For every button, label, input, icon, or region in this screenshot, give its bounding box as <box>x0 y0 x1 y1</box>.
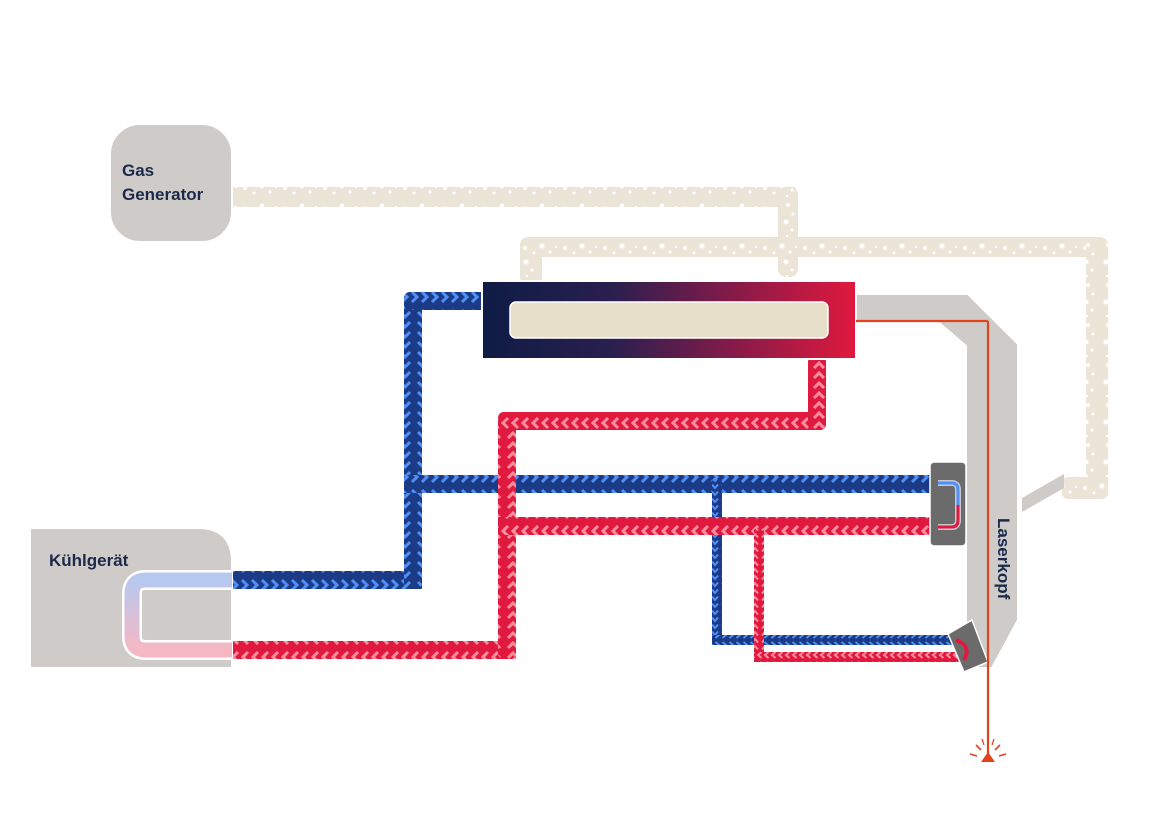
heat-exchanger-upper <box>929 461 967 547</box>
gas-generator-label-line2: Generator <box>122 185 204 204</box>
hot-line-main <box>228 356 938 659</box>
laser-resonator <box>481 280 857 360</box>
chiller-label: Kühlgerät <box>49 551 129 570</box>
gas-line-2 <box>520 237 1108 512</box>
spark-icon <box>969 738 1007 762</box>
chiller-unit: Kühlgerät <box>29 527 233 669</box>
cold-line-main <box>228 292 938 589</box>
cold-line-branch <box>712 479 956 645</box>
gas-generator-label-line1: Gas <box>122 161 154 180</box>
laser-beam <box>856 319 990 758</box>
gas-generator: Gas Generator <box>109 123 233 243</box>
laser-head-label: Laserkopf <box>994 518 1013 600</box>
hot-line-branch <box>754 528 964 662</box>
gas-line-1 <box>228 187 798 277</box>
